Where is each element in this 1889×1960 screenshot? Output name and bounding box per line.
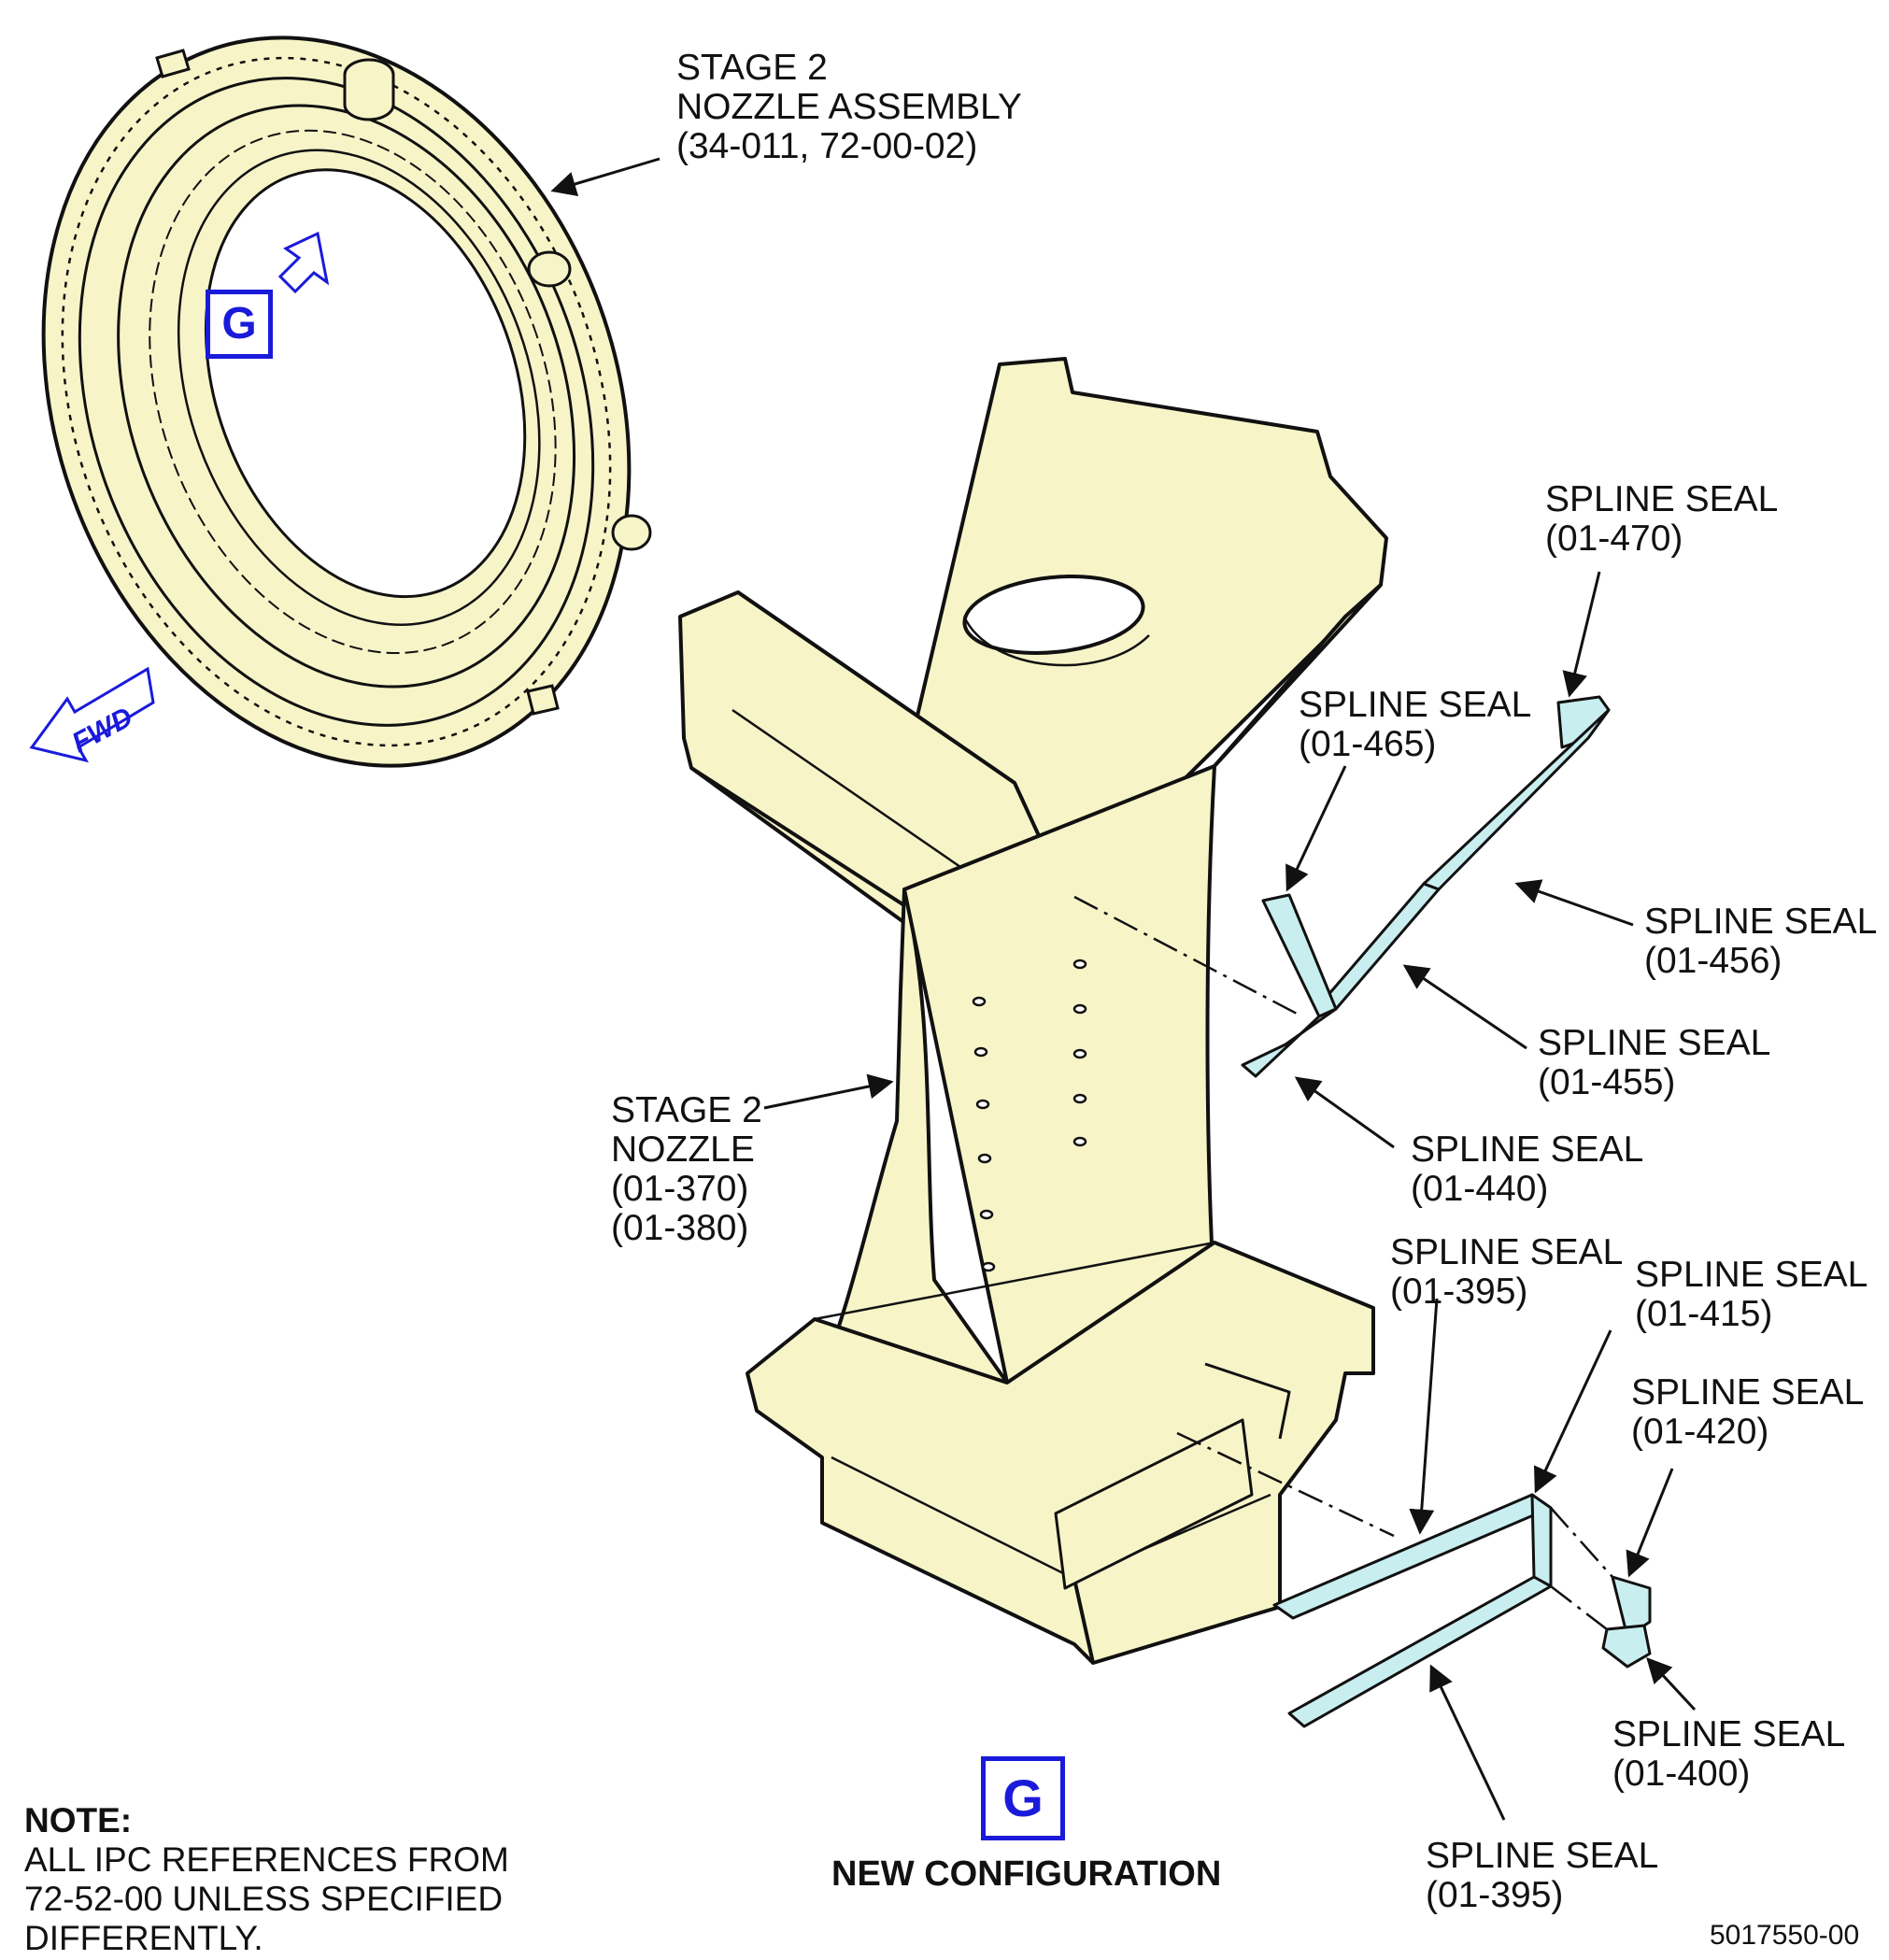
forward-direction-arrow — [29, 666, 155, 763]
label-spline-seal-440: SPLINE SEAL(01-440) — [1411, 1129, 1644, 1209]
label-spline-seal-465: SPLINE SEAL(01-465) — [1299, 685, 1532, 764]
label-spline-seal-455: SPLINE SEAL(01-455) — [1538, 1023, 1771, 1102]
spline-seals-upper — [1241, 695, 1611, 1078]
note-line: 72-52-00 UNLESS SPECIFIED — [24, 1880, 504, 1918]
spline-seal-415 — [1530, 1493, 1553, 1588]
note-line: ALL IPC REFERENCES FROM — [24, 1840, 509, 1879]
label-spline-seal-456: SPLINE SEAL(01-456) — [1644, 902, 1878, 981]
label-spline-seal-470: SPLINE SEAL(01-470) — [1545, 479, 1779, 559]
spline-seal-420 — [1611, 1575, 1652, 1639]
view-marker-g-large: G — [981, 1756, 1065, 1840]
label-spline-seal-395-bottom: SPLINE SEAL(01-395) — [1426, 1836, 1659, 1915]
spline-seal-465 — [1261, 893, 1338, 1018]
note-heading: NOTE: — [24, 1801, 133, 1839]
spline-seal-440 — [1241, 1007, 1338, 1078]
spline-seal-455 — [1319, 882, 1441, 1011]
label-spline-seal-395-top: SPLINE SEAL(01-395) — [1390, 1232, 1624, 1312]
nozzle-segment — [678, 357, 1388, 1665]
label-spline-seal-400: SPLINE SEAL(01-400) — [1612, 1714, 1846, 1794]
spline-seal-400 — [1601, 1624, 1652, 1669]
leader-lines — [550, 157, 1697, 1821]
assembly-centerlines — [1073, 895, 1613, 1630]
note-block: NOTE: ALL IPC REFERENCES FROM 72-52-00 U… — [24, 1801, 509, 1958]
figure-number: 5017550-00 — [1710, 1920, 1860, 1951]
spline-seals-lower — [1272, 1493, 1652, 1728]
note-line: DIFFERENTLY. — [24, 1919, 263, 1957]
label-spline-seal-420: SPLINE SEAL(01-420) — [1631, 1372, 1865, 1452]
nozzle-assembly-ring — [41, 36, 652, 768]
view-direction-arrow — [277, 231, 330, 294]
view-marker-g-small: G — [206, 290, 273, 359]
configuration-caption: NEW CONFIGURATION — [831, 1854, 1222, 1894]
label-spline-seal-415: SPLINE SEAL(01-415) — [1635, 1255, 1868, 1334]
